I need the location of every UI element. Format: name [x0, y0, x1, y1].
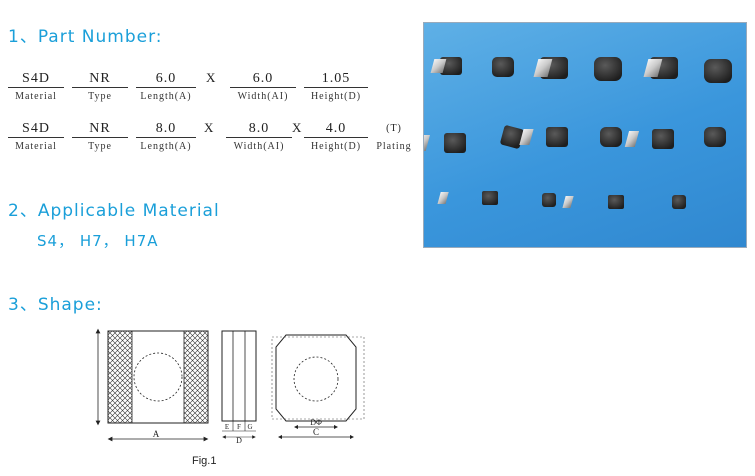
pn-label: Material [15, 141, 57, 152]
section-title-part-number: 1、Part Number: [8, 27, 163, 47]
pn-label: Type [88, 91, 112, 102]
figure-caption: Fig.1 [192, 455, 217, 467]
inductor-core-1 [492, 57, 514, 77]
part-number-row-1: S4D Material NR Type 6.0 Length(A) X 6.0… [8, 70, 418, 110]
pn-label: Type [88, 141, 112, 152]
section-title-material: 2、Applicable Material [8, 201, 220, 221]
inductor-core-3 [704, 59, 732, 83]
side-view: E F G D [221, 330, 257, 445]
pn-underline [230, 87, 296, 88]
pn-separator: X [204, 120, 214, 135]
pn-field-width: 8.0 Width(AI) [226, 120, 292, 152]
pn-underline [226, 137, 292, 138]
pn-value: S4D [22, 121, 50, 136]
inductor-plated-4 [424, 133, 466, 153]
pn-field-width: 6.0 Width(AI) [230, 70, 296, 102]
pn-field-material: S4D Material [8, 120, 64, 152]
pn-label: Length(A) [140, 141, 192, 152]
pn-value: S4D [22, 71, 50, 86]
pn-value: 8.0 [155, 121, 177, 136]
pn-field-height: 4.0 Height(D) [304, 120, 368, 152]
dim-label-f: F [237, 423, 241, 431]
pn-underline [8, 87, 64, 88]
inductor-core-7 [542, 193, 556, 207]
pn-label: Material [15, 91, 57, 102]
pn-field-material: S4D Material [8, 70, 64, 102]
top-view: A [95, 328, 209, 442]
inductor-core-4 [500, 125, 524, 149]
pn-separator: X [206, 70, 216, 85]
shape-dimension-drawing: A E F G D DΦ C [95, 328, 365, 445]
pn-underline [136, 137, 196, 138]
pn-field-length: 8.0 Length(A) [136, 120, 196, 152]
pn-value: NR [89, 71, 111, 86]
pn-field-height: 1.05 Height(D) [304, 70, 368, 102]
inductor-core-6 [704, 127, 726, 147]
pn-label: Plating [376, 141, 412, 152]
bottom-view: DΦ C [271, 334, 365, 440]
pn-value: 6.0 [155, 71, 177, 86]
inductor-plated-7 [437, 191, 498, 205]
pn-field-type: NR Type [72, 120, 128, 152]
inductor-core-2 [594, 57, 622, 81]
dim-label-d: D [236, 436, 242, 445]
pn-underline [8, 137, 64, 138]
material-list: S4， H7， H7A [37, 232, 159, 250]
pn-label: Width(AI) [233, 141, 285, 152]
dim-label-g: G [247, 423, 252, 431]
pn-value: 8.0 [248, 121, 270, 136]
pn-field-plating: (T) Plating [372, 120, 416, 152]
pn-label: Length(A) [140, 91, 192, 102]
pn-underline [304, 137, 368, 138]
inductor-plated-3 [643, 57, 678, 79]
inductor-core-8 [672, 195, 686, 209]
pn-value: 1.05 [321, 71, 351, 86]
pn-field-type: NR Type [72, 70, 128, 102]
pn-label: Width(AI) [237, 91, 289, 102]
inductor-core-5 [600, 127, 622, 147]
pn-value: NR [89, 121, 111, 136]
pn-underline [304, 87, 368, 88]
inductor-components-illustration [424, 57, 732, 209]
pn-value: (T) [386, 123, 402, 134]
pn-underline [136, 87, 196, 88]
dim-label-a: A [153, 429, 160, 439]
dim-label-dphi: DΦ [310, 418, 322, 427]
dim-label-e: E [225, 423, 229, 431]
pn-field-length: 6.0 Length(A) [136, 70, 196, 102]
pn-label: Height(D) [310, 141, 362, 152]
pn-underline [72, 137, 128, 138]
pn-value: 4.0 [325, 121, 347, 136]
pn-underline [72, 87, 128, 88]
inductor-plated-2 [533, 57, 568, 79]
pn-separator: X [292, 120, 302, 135]
inductor-plated-1 [430, 57, 462, 75]
inductor-plated-6 [624, 129, 674, 149]
section-title-shape: 3、Shape: [8, 295, 103, 315]
inductor-plated-8 [562, 195, 624, 209]
part-number-row-2: S4D Material NR Type 8.0 Length(A) X 8.0… [8, 120, 418, 160]
smd-power-inductor-product-photo [423, 22, 747, 248]
pn-label: Height(D) [310, 91, 362, 102]
pn-value: 6.0 [252, 71, 274, 86]
dim-label-c: C [313, 427, 319, 437]
inductor-plated-5 [519, 127, 568, 147]
